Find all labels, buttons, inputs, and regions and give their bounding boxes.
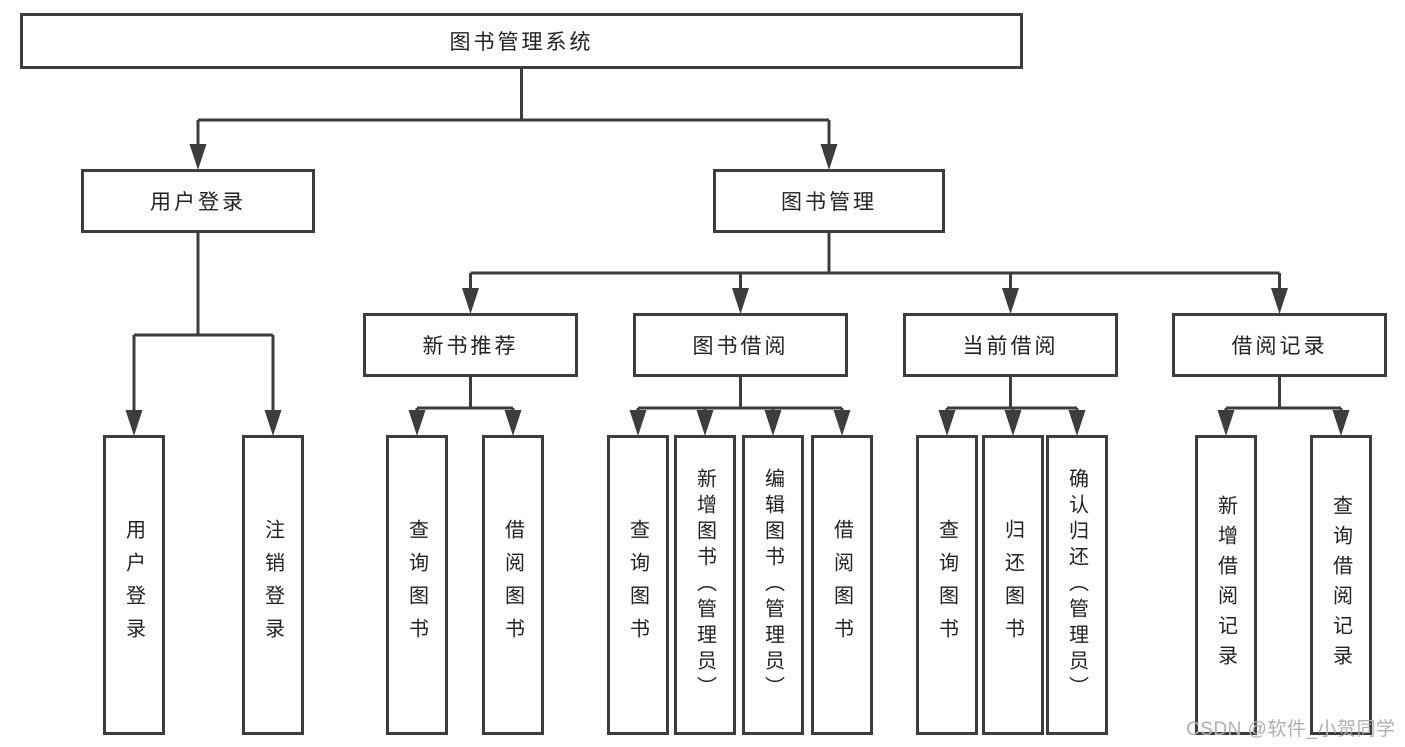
node-current-confirm-return-admin: 确认归还（管理员）	[1046, 435, 1108, 735]
node-current-return-books: 归还图书	[982, 435, 1044, 735]
node-current-query-books: 查询图书	[916, 435, 978, 735]
node-label: 新增借阅记录	[1214, 495, 1237, 675]
node-records-query-record: 查询借阅记录	[1310, 435, 1372, 735]
node-borrow-edit-books-admin: 编辑图书（管理员）	[742, 435, 804, 735]
node-label: 查询借阅记录	[1329, 495, 1352, 675]
node-label: 新增图书（管理员）	[693, 468, 716, 702]
node-user-login: 用户登录	[81, 169, 315, 233]
node-label: 确认归还（管理员）	[1065, 468, 1088, 702]
node-borrow-query-books: 查询图书	[607, 435, 669, 735]
node-label: 编辑图书（管理员）	[761, 468, 784, 702]
node-system: 图书管理系统	[20, 13, 1023, 69]
node-login-logout: 注销登录	[242, 435, 304, 735]
node-label: 归还图书	[1001, 519, 1024, 651]
node-label: 图书管理	[781, 191, 877, 214]
node-label: 借阅图书	[830, 519, 853, 651]
node-label: 图书借阅	[692, 335, 789, 358]
node-label: 注销登录	[261, 519, 284, 651]
node-borrow-records: 借阅记录	[1172, 313, 1387, 377]
node-recommend-query-books: 查询图书	[386, 435, 448, 735]
node-label: 借阅图书	[501, 519, 524, 651]
node-new-book-recommend: 新书推荐	[363, 313, 578, 377]
node-label: 图书管理系统	[449, 31, 594, 54]
node-records-add-record: 新增借阅记录	[1195, 435, 1257, 735]
node-book-borrow: 图书借阅	[633, 313, 848, 377]
node-label: 查询图书	[626, 519, 649, 651]
node-label: 用户登录	[122, 519, 145, 651]
node-login-user: 用户登录	[103, 435, 165, 735]
node-label: 借阅记录	[1231, 335, 1328, 358]
node-current-borrow: 当前借阅	[903, 313, 1118, 377]
node-label: 当前借阅	[962, 335, 1059, 358]
node-borrow-add-books-admin: 新增图书（管理员）	[674, 435, 736, 735]
node-label: 用户登录	[150, 191, 246, 214]
node-borrow-borrow-books: 借阅图书	[811, 435, 873, 735]
watermark: CSDN @软件_小贺同学	[1186, 719, 1396, 740]
node-book-mgmt: 图书管理	[713, 169, 945, 233]
node-label: 查询图书	[405, 519, 428, 651]
node-label: 新书推荐	[422, 335, 519, 358]
node-label: 查询图书	[935, 519, 958, 651]
node-recommend-borrow-books: 借阅图书	[482, 435, 544, 735]
